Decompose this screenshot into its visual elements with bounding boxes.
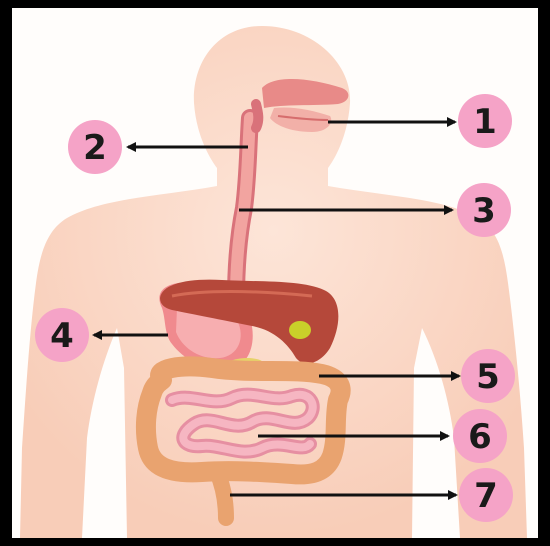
label-badge-2: 2 <box>68 120 122 174</box>
label-badge-7: 7 <box>459 468 513 522</box>
label-badge-1: 1 <box>458 94 512 148</box>
label-number-5: 5 <box>476 357 500 397</box>
label-badge-4: 4 <box>35 308 89 362</box>
label-number-1: 1 <box>473 102 497 142</box>
label-badge-3: 3 <box>457 183 511 237</box>
label-number-3: 3 <box>472 191 496 231</box>
label-number-4: 4 <box>50 316 74 356</box>
diagram-frame: 1 2 3 4 5 6 7 <box>12 8 538 538</box>
label-number-2: 2 <box>83 128 107 168</box>
label-badge-6: 6 <box>453 409 507 463</box>
label-number-7: 7 <box>474 476 498 516</box>
label-badge-5: 5 <box>461 349 515 403</box>
label-number-6: 6 <box>468 417 492 457</box>
gallbladder <box>289 321 311 339</box>
digestive-system-diagram: 1 2 3 4 5 6 7 <box>12 8 538 538</box>
